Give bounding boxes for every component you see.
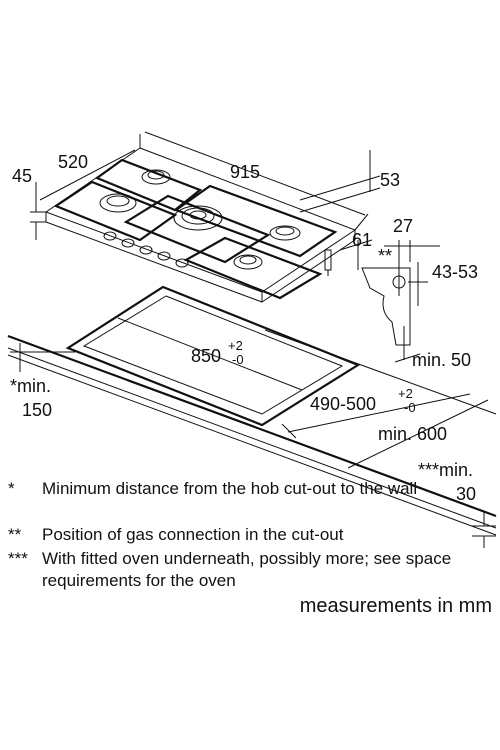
knob-2 bbox=[121, 238, 135, 248]
hob-dimension-lines bbox=[30, 131, 381, 270]
cutout-outline bbox=[65, 285, 361, 427]
footnotes: * Minimum distance from the hob cut-out … bbox=[8, 478, 498, 594]
label-side-height: 53 bbox=[380, 170, 400, 190]
units-caption: measurements in mm bbox=[299, 595, 492, 617]
burner-front-left bbox=[99, 193, 137, 213]
hob-side-edge bbox=[261, 230, 356, 303]
label-front-min: min. 50 bbox=[412, 350, 471, 370]
label-cutout-depth: 490-500 bbox=[310, 394, 376, 414]
label-wall-marker: *min. bbox=[10, 376, 51, 396]
label-cutout-depth-tol-plus: +2 bbox=[398, 386, 413, 401]
label-hob-width: 915 bbox=[230, 162, 260, 182]
footnote-marker: *** bbox=[8, 549, 28, 568]
footnote-text: With fitted oven underneath, possibly mo… bbox=[42, 549, 452, 590]
pan-support-center bbox=[123, 194, 271, 264]
pan-support-back-right bbox=[173, 184, 338, 258]
hob-front-edge bbox=[45, 212, 263, 303]
label-oven-value: 30 bbox=[456, 484, 476, 504]
burner-front-right bbox=[233, 254, 263, 270]
footnote-gas: ** Position of gas connection in the cut… bbox=[8, 524, 498, 548]
knob-5 bbox=[175, 258, 189, 268]
label-hob-height: 45 bbox=[12, 166, 32, 186]
burner-back-left bbox=[141, 169, 171, 185]
footnote-text: Position of gas connection in the cut-ou… bbox=[42, 525, 344, 544]
label-cutout-depth-tol-minus: -0 bbox=[404, 400, 416, 415]
label-gas-marker: ** bbox=[378, 246, 392, 266]
worktop-dimension-lines bbox=[10, 317, 496, 548]
gas-connector bbox=[324, 249, 332, 276]
burner-center-wok bbox=[173, 205, 223, 231]
footnote-marker: * bbox=[8, 479, 15, 498]
footnote-text: Minimum distance from the hob cut-out to… bbox=[42, 479, 418, 498]
label-wall-value: 150 bbox=[22, 400, 52, 420]
footnote-oven: *** With fitted oven underneath, possibl… bbox=[8, 548, 498, 594]
pan-support-left bbox=[53, 180, 178, 242]
label-cutout-width: 850 bbox=[191, 346, 221, 366]
label-hob-depth: 520 bbox=[58, 152, 88, 172]
label-front-height: 61 bbox=[352, 230, 372, 250]
knob-3 bbox=[139, 245, 153, 255]
pan-support-front-right bbox=[183, 236, 323, 300]
label-gas-height: 43-53 bbox=[432, 262, 478, 282]
worktop-drawing bbox=[7, 285, 497, 536]
footnote-wall: * Minimum distance from the hob cut-out … bbox=[8, 478, 498, 524]
label-gas-offset: 27 bbox=[393, 216, 413, 236]
cutout-inner-edge bbox=[82, 295, 344, 415]
hob-drawing bbox=[44, 147, 357, 303]
gas-connection-detail bbox=[361, 240, 440, 360]
label-oven-marker: ***min. bbox=[418, 460, 473, 480]
control-knobs bbox=[103, 231, 189, 268]
label-cutout-width-tol-minus: -0 bbox=[232, 352, 244, 367]
burner-back-right bbox=[269, 225, 301, 241]
knob-4 bbox=[157, 251, 171, 261]
label-worktop-depth: min. 600 bbox=[378, 424, 447, 444]
knob-1 bbox=[103, 231, 117, 241]
label-cutout-width-tol-plus: +2 bbox=[228, 338, 243, 353]
footnote-marker: ** bbox=[8, 525, 22, 544]
